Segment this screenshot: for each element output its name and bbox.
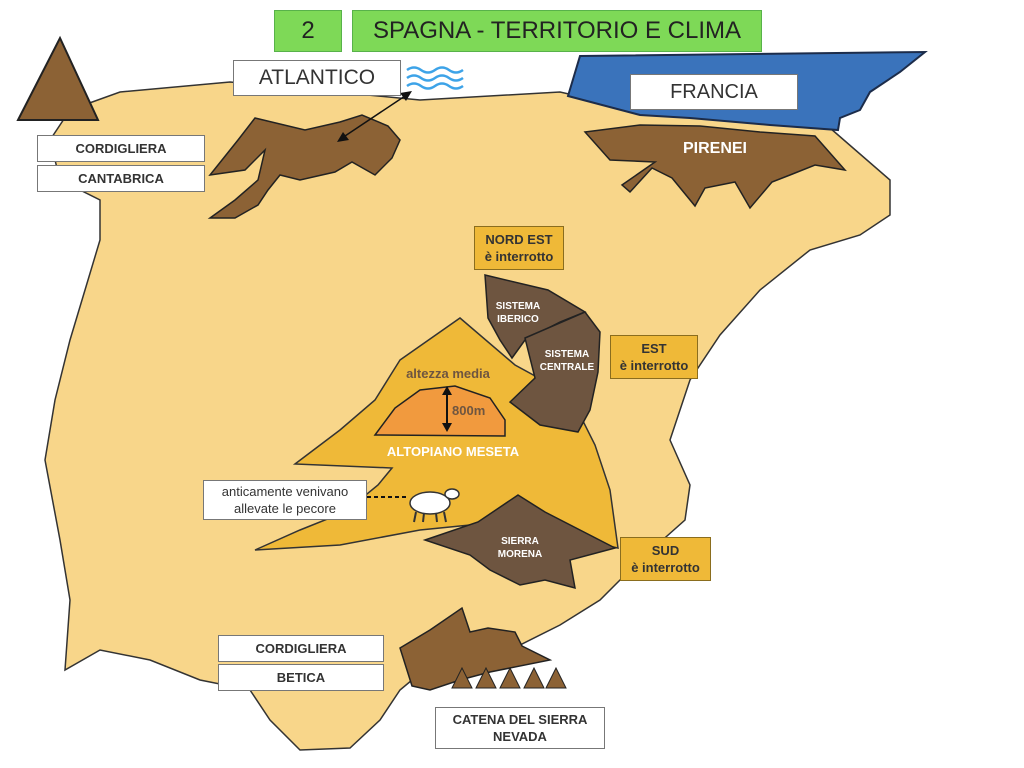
label-sistema-iberico: SISTEMA IBERICO [485,300,551,326]
betica-range [399,606,553,691]
sistema-centrale-range [508,311,601,433]
label-sistema-centrale-2: CENTRALE [539,362,595,373]
slide-title: SPAGNA - TERRITORIO E CLIMA [352,10,762,52]
height-arrow-top [442,386,452,395]
label-sistema-centrale: SISTEMA CENTRALE [528,348,606,374]
label-atlantico: ATLANTICO [233,60,401,96]
sheep-icon [409,488,460,523]
label-pirenei: PIRENEI [682,140,747,157]
cantabrica-range [207,114,401,219]
label-sierra-morena-1: SIERRA [501,536,539,547]
pirenei-range [583,124,847,210]
label-sud: SUD è interrotto [620,537,711,581]
label-altezza-media: altezza media [406,366,490,381]
label-cordigliera-cantabrica-2: CANTABRICA [37,165,205,192]
atlantico-arrow [341,93,409,139]
label-sierra-nevada: CATENA DEL SIERRA NEVADA [435,707,605,749]
slide-number: 2 [274,10,342,52]
label-nord-est: NORD EST è interrotto [474,226,564,270]
label-sierra-morena-2: MORENA [497,549,543,560]
label-sistema-centrale-1: SISTEMA [544,349,590,360]
label-altopiano-meseta: ALTOPIANO MESETA [386,444,520,459]
label-cordigliera-cantabrica-1: CORDIGLIERA [37,135,205,162]
label-cordigliera-betica-2: BETICA [218,664,384,691]
label-sistema-iberico-1: SISTEMA [495,301,541,312]
label-francia: FRANCIA [630,74,798,110]
label-cordigliera-betica-1: CORDIGLIERA [218,635,384,662]
label-altezza-value: 800m [452,403,486,418]
mountain-icon [16,35,100,121]
label-sierra-morena: SIERRA MORENA [490,535,550,561]
sierra-morena-range [422,494,618,590]
atlantico-arrow-head-1 [400,91,412,101]
label-est: EST è interrotto [610,335,698,379]
plateau-top [373,385,506,437]
sierra-nevada-peaks [451,666,567,689]
water-icon [406,66,464,90]
label-sistema-iberico-2: IBERICO [497,314,539,325]
atlantico-arrow-head-2 [337,132,349,142]
height-arrow-bottom [442,423,452,432]
label-pecore: anticamente venivano allevate le pecore [203,480,367,520]
